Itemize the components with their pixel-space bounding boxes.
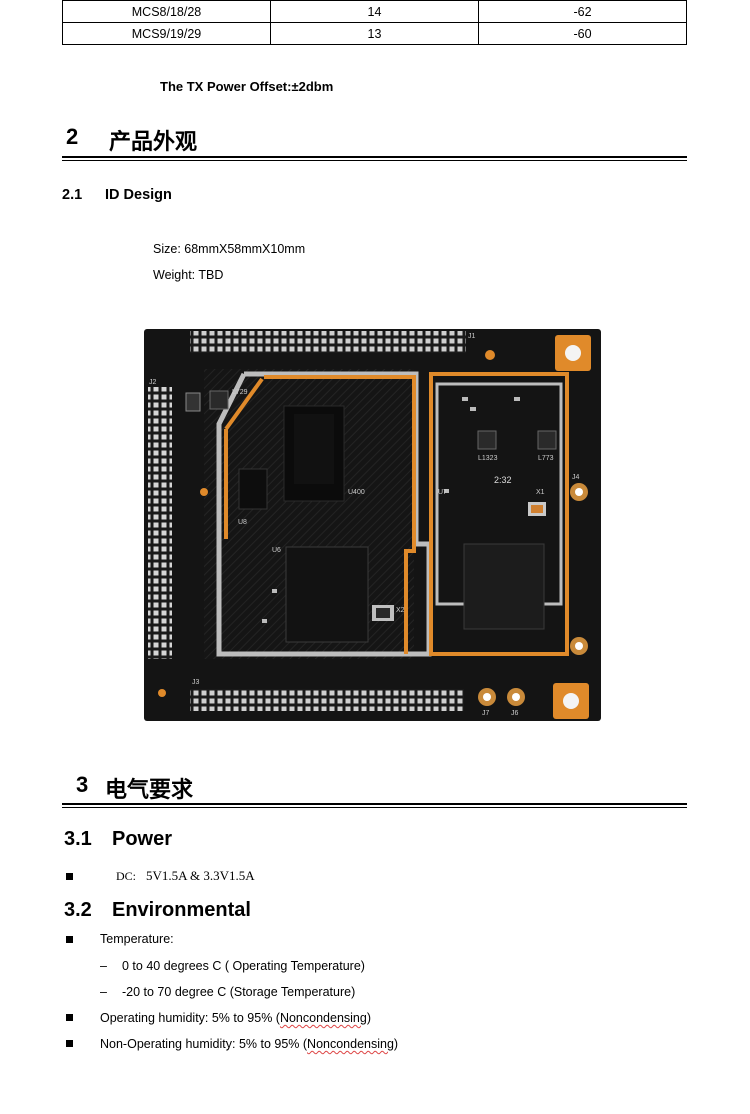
label-chip-mark: 2:32: [494, 475, 512, 485]
dc-label: DC:: [116, 869, 137, 883]
label-x2: X2: [396, 607, 405, 614]
section-3-title: 电气要求: [105, 777, 194, 802]
bullet-icon: [66, 936, 73, 943]
table-cell-sensitivity: -60: [478, 22, 687, 45]
bullet-icon: [66, 873, 73, 880]
operating-humidity-prefix: Operating humidity: 5% to 95% (: [100, 1011, 280, 1025]
non-operating-humidity: Non-Operating humidity: 5% to 95% (Nonco…: [100, 1037, 398, 1051]
table-row: MCS8/18/28 14 -62: [62, 0, 687, 23]
table-cell-mcs: MCS8/18/28: [62, 0, 271, 23]
dash-marker: –: [100, 985, 107, 999]
non-operating-humidity-word: Noncondensing: [307, 1037, 394, 1051]
label-u7: U7: [438, 489, 447, 496]
section-3-number: 3: [76, 772, 89, 797]
label-j3: J3: [192, 679, 200, 686]
section-2-rule: [62, 156, 687, 158]
table-row: MCS9/19/29 13 -60: [62, 22, 687, 45]
temperature-label: Temperature:: [100, 932, 174, 946]
table-cell-mcs: MCS9/19/29: [62, 22, 271, 45]
label-u6: U6: [272, 547, 281, 554]
temp-operating: 0 to 40 degrees C ( Operating Temperatur…: [122, 959, 365, 973]
bullet-icon: [66, 1040, 73, 1047]
section-3-rule-thin: [62, 807, 687, 808]
tx-power-offset-note: The TX Power Offset:±2dbm: [160, 79, 334, 94]
label-l773: L773: [538, 455, 554, 462]
label-j2: J2: [149, 379, 157, 386]
subsection-2-1-number: 2.1: [62, 187, 83, 203]
temp-storage: -20 to 70 degree C (Storage Temperature): [122, 985, 356, 999]
label-u400: U400: [348, 489, 365, 496]
operating-humidity-paren: ): [366, 1011, 371, 1025]
label-j7: J7: [482, 710, 490, 717]
board-photo: J1 J2 J3 J4 J6 J7 U8 U6 U400 U7 X1 X2 L7…: [144, 329, 601, 721]
operating-humidity-word: Noncondensing: [279, 1011, 367, 1025]
dash-marker: –: [100, 959, 107, 973]
subsection-3-2-number: 3.2: [64, 899, 92, 921]
label-j4: J4: [572, 474, 580, 481]
subsection-3-2-title: Environmental: [112, 899, 251, 921]
non-operating-humidity-prefix: Non-Operating humidity: 5% to 95% (: [100, 1037, 308, 1051]
dc-value: 5V1.5A & 3.3V1.5A: [146, 868, 255, 883]
table-cell-power: 14: [270, 0, 479, 23]
label-x1: X1: [536, 489, 545, 496]
label-u8: U8: [238, 519, 247, 526]
section-2-rule-thin: [62, 160, 687, 161]
label-l729: L729: [232, 389, 248, 396]
section-3-rule: [62, 803, 687, 805]
operating-humidity: Operating humidity: 5% to 95% (Nonconden…: [100, 1011, 371, 1025]
bullet-icon: [66, 1014, 73, 1021]
subsection-2-1-title: ID Design: [105, 187, 172, 203]
label-l1323: L1323: [478, 455, 498, 462]
label-j1: J1: [468, 333, 476, 340]
non-operating-humidity-paren: ): [393, 1037, 399, 1051]
rf-spec-table: MCS8/18/28 14 -62 MCS9/19/29 13 -60: [62, 0, 687, 45]
label-j6: J6: [511, 710, 519, 717]
weight-spec: Weight: TBD: [153, 268, 224, 282]
table-cell-sensitivity: -62: [478, 0, 687, 23]
table-cell-power: 13: [270, 22, 479, 45]
subsection-3-1-title: Power: [112, 828, 173, 850]
size-spec: Size: 68mmX58mmX10mm: [153, 242, 306, 256]
section-2-title: 产品外观: [109, 129, 198, 154]
section-2-number: 2: [66, 124, 79, 149]
subsection-3-1-number: 3.1: [64, 828, 92, 850]
